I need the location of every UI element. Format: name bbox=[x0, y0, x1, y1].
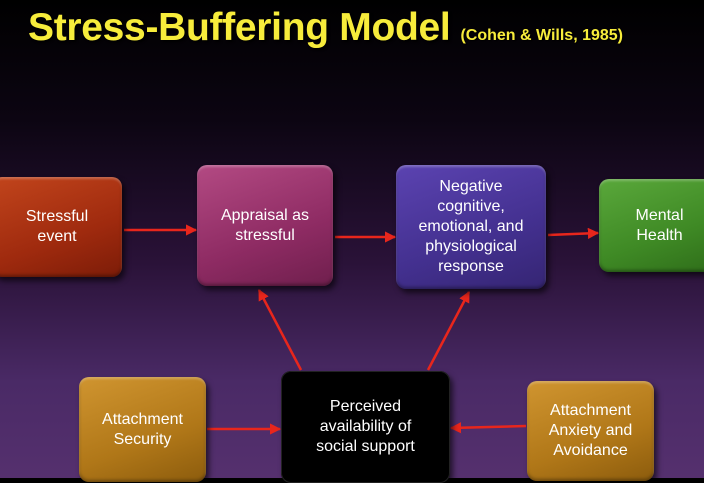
node-stressful-event: Stressful event bbox=[0, 177, 122, 277]
node-appraisal: Appraisal as stressful bbox=[197, 165, 333, 286]
node-attachment-anxiety-label: Attachment Anxiety and Avoidance bbox=[548, 402, 633, 459]
title-main: Stress-Buffering Model bbox=[28, 6, 451, 49]
node-attachment-security-label: Attachment Security bbox=[102, 410, 183, 448]
arrow-negative-to-mental bbox=[547, 227, 600, 240]
node-appraisal-label: Appraisal as stressful bbox=[220, 206, 310, 244]
title-citation: (Cohen & Wills, 1985) bbox=[460, 27, 624, 44]
node-perceived-support: Perceived availability of social support bbox=[281, 371, 450, 483]
slide-title: Stress-Buffering Model (Cohen & Wills, 19… bbox=[28, 6, 623, 50]
arrow-anxiety-to-support bbox=[449, 422, 527, 434]
node-stressful-event-label: Stressful event bbox=[25, 208, 89, 245]
arrow-support-to-appraisal bbox=[257, 289, 303, 371]
node-negative-response: Negative cognitive, emotional, and physi… bbox=[396, 165, 546, 289]
node-mental-health: Mental Health bbox=[599, 179, 704, 272]
node-attachment-anxiety: Attachment Anxiety and Avoidance bbox=[527, 381, 654, 481]
node-mental-health-label: Mental Health bbox=[635, 206, 684, 244]
node-perceived-support-label: Perceived availability of social support bbox=[316, 398, 415, 455]
node-attachment-security: Attachment Security bbox=[79, 377, 206, 482]
node-negative-response-label: Negative cognitive, emotional, and physi… bbox=[418, 178, 524, 275]
arrow-support-to-negative bbox=[426, 291, 471, 371]
